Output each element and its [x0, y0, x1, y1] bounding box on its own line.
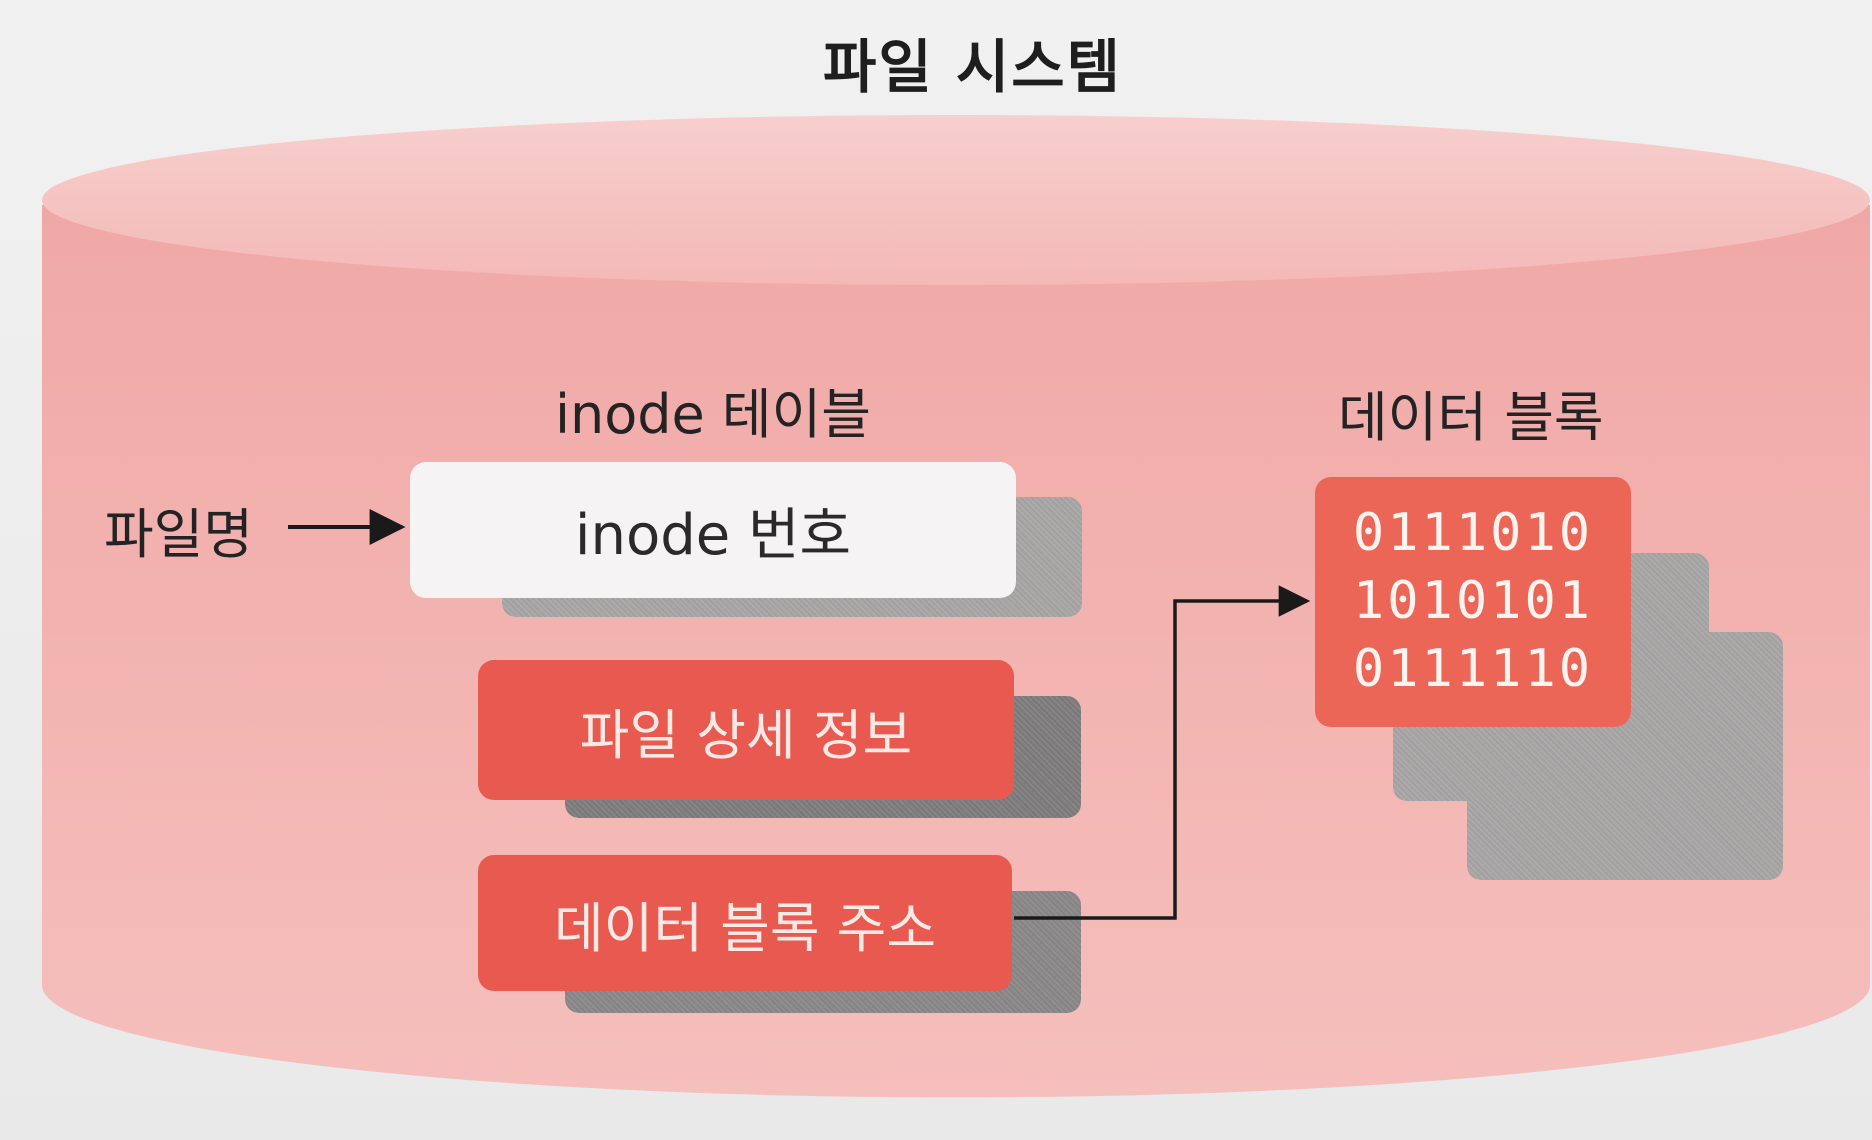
file-details-card: 파일 상세 정보	[478, 660, 1014, 800]
data-block-card: 0111010 1010101 0111110	[1315, 477, 1631, 727]
binary-line: 0111010	[1352, 503, 1594, 563]
diagram-title: 파일 시스템	[823, 33, 1122, 101]
binary-line: 1010101	[1352, 571, 1594, 631]
inode-table-label: inode 테이블	[555, 383, 871, 446]
cylinder-top	[42, 115, 1870, 285]
data-block-address-card: 데이터 블록 주소	[478, 855, 1012, 991]
inode-number-card: inode 번호	[410, 462, 1016, 598]
binary-line: 0111110	[1352, 639, 1594, 699]
filename-label: 파일명	[104, 503, 254, 566]
data-block-label: 데이터 블록	[1338, 386, 1604, 449]
